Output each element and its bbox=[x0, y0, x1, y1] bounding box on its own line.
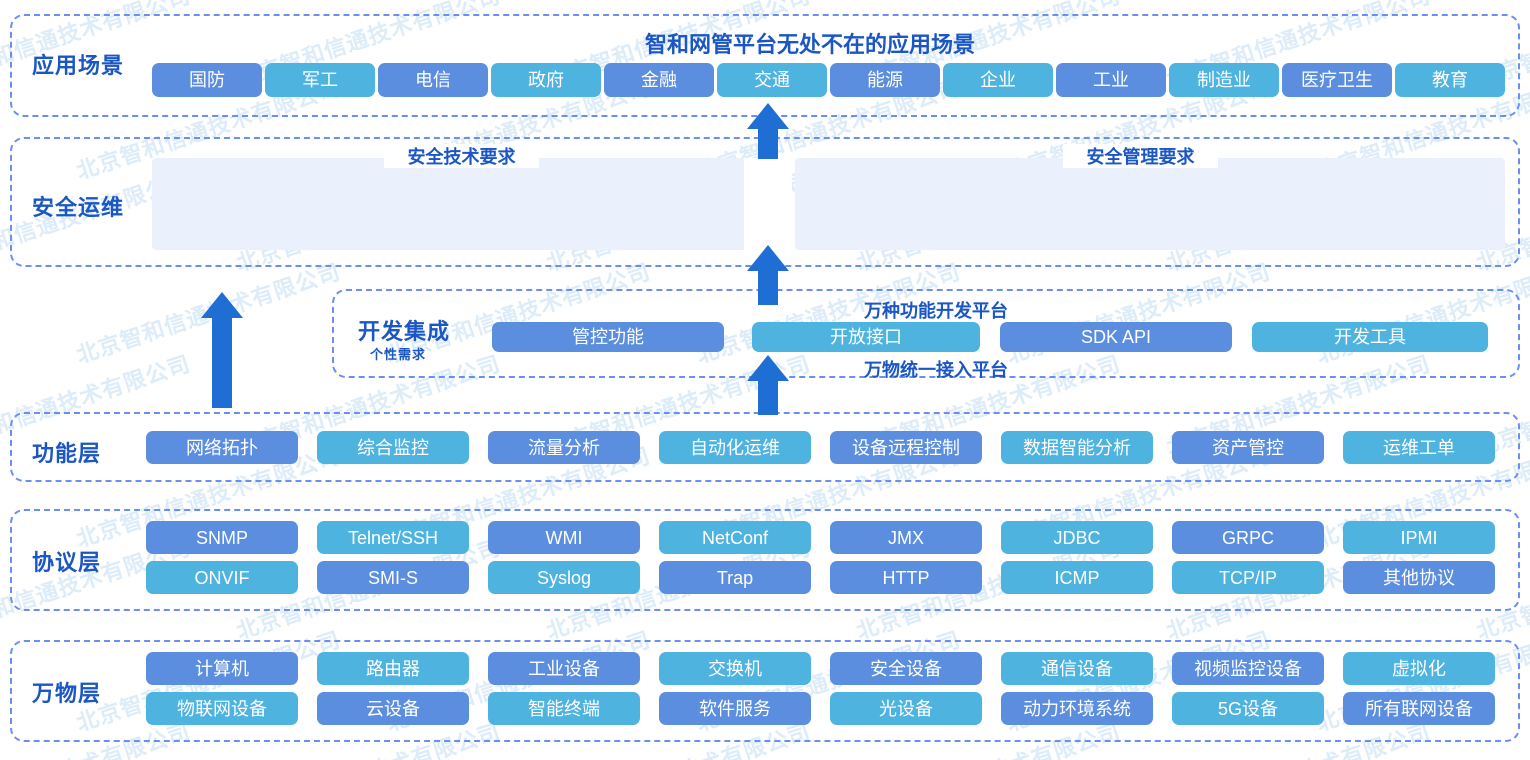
arrow-up-center-bottom bbox=[746, 355, 790, 415]
development-heading-top: 万种功能开发平台 bbox=[864, 301, 1008, 321]
protocol-row2-chip-1[interactable]: ONVIF bbox=[146, 561, 298, 594]
application-chip-9[interactable]: 工业 bbox=[1056, 63, 1166, 97]
things-row1-chip-8[interactable]: 虚拟化 bbox=[1343, 652, 1495, 685]
section-label-function: 功能层 bbox=[32, 441, 102, 466]
section-label-protocol: 协议层 bbox=[32, 550, 102, 575]
protocol-row1-chip-2[interactable]: Telnet/SSH bbox=[317, 521, 469, 554]
application-chip-8[interactable]: 企业 bbox=[943, 63, 1053, 97]
things-row1-chip-5[interactable]: 安全设备 bbox=[830, 652, 982, 685]
things-row1-chip-3[interactable]: 工业设备 bbox=[488, 652, 640, 685]
arrow-up-left bbox=[200, 292, 244, 408]
protocol-row2-chip-5[interactable]: HTTP bbox=[830, 561, 982, 594]
things-row1-chip-1[interactable]: 计算机 bbox=[146, 652, 298, 685]
center-channel-gap bbox=[744, 158, 792, 250]
section-things-layer bbox=[10, 640, 1520, 742]
protocol-row2-chip-8[interactable]: 其他协议 bbox=[1343, 561, 1495, 594]
things-row2-chip-8[interactable]: 所有联网设备 bbox=[1343, 692, 1495, 725]
function-chip-2[interactable]: 综合监控 bbox=[317, 431, 469, 464]
application-chip-4[interactable]: 政府 bbox=[491, 63, 601, 97]
application-chip-1[interactable]: 国防 bbox=[152, 63, 262, 97]
arrow-head-center-lower bbox=[747, 245, 789, 271]
protocol-row1-chip-8[interactable]: IPMI bbox=[1343, 521, 1495, 554]
application-chip-7[interactable]: 能源 bbox=[830, 63, 940, 97]
protocol-row1-chip-6[interactable]: JDBC bbox=[1001, 521, 1153, 554]
application-heading: 智和网管平台无处不在的应用场景 bbox=[645, 32, 976, 57]
section-development-integration bbox=[332, 289, 1520, 378]
section-function-layer bbox=[10, 412, 1520, 482]
application-chip-2[interactable]: 军工 bbox=[265, 63, 375, 97]
application-chip-3[interactable]: 电信 bbox=[378, 63, 488, 97]
things-row2-chip-5[interactable]: 光设备 bbox=[830, 692, 982, 725]
development-heading-bottom: 万物统一接入平台 bbox=[864, 360, 1008, 380]
application-chip-6[interactable]: 交通 bbox=[717, 63, 827, 97]
security-mgmt-panel-title: 安全管理要求 bbox=[1063, 144, 1218, 168]
things-row2-chip-2[interactable]: 云设备 bbox=[317, 692, 469, 725]
things-row2-chip-7[interactable]: 5G设备 bbox=[1172, 692, 1324, 725]
arrow-up-center-lower bbox=[746, 245, 790, 305]
section-label-things: 万物层 bbox=[32, 681, 102, 706]
arrow-head-center-bottom bbox=[747, 355, 789, 381]
things-row2-chip-1[interactable]: 物联网设备 bbox=[146, 692, 298, 725]
things-row1-chip-4[interactable]: 交换机 bbox=[659, 652, 811, 685]
section-protocol-layer bbox=[10, 509, 1520, 611]
function-chip-3[interactable]: 流量分析 bbox=[488, 431, 640, 464]
function-chip-1[interactable]: 网络拓扑 bbox=[146, 431, 298, 464]
function-chip-4[interactable]: 自动化运维 bbox=[659, 431, 811, 464]
protocol-row2-chip-2[interactable]: SMI-S bbox=[317, 561, 469, 594]
arrow-shaft-center-bottom bbox=[758, 380, 778, 415]
section-label-security: 安全运维 bbox=[32, 195, 125, 220]
protocol-row1-chip-7[interactable]: GRPC bbox=[1172, 521, 1324, 554]
protocol-row1-chip-5[interactable]: JMX bbox=[830, 521, 982, 554]
security-tech-panel-title: 安全技术要求 bbox=[384, 144, 539, 168]
things-row2-chip-6[interactable]: 动力环境系统 bbox=[1001, 692, 1153, 725]
function-chip-7[interactable]: 资产管控 bbox=[1172, 431, 1324, 464]
protocol-row2-chip-7[interactable]: TCP/IP bbox=[1172, 561, 1324, 594]
function-chip-8[interactable]: 运维工单 bbox=[1343, 431, 1495, 464]
security-mgmt-panel bbox=[795, 158, 1505, 250]
security-tech-panel bbox=[152, 158, 752, 250]
development-chip-2[interactable]: 开放接口 bbox=[752, 322, 980, 352]
arrow-shaft-center-lower bbox=[758, 270, 778, 305]
arrow-shaft-center-upper bbox=[758, 128, 778, 159]
function-chip-6[interactable]: 数据智能分析 bbox=[1001, 431, 1153, 464]
section-label-development: 开发集成 bbox=[358, 319, 451, 344]
protocol-row2-chip-3[interactable]: Syslog bbox=[488, 561, 640, 594]
arrow-shaft-left bbox=[212, 317, 232, 408]
things-row1-chip-2[interactable]: 路由器 bbox=[317, 652, 469, 685]
arrow-head-center-upper bbox=[747, 103, 789, 129]
things-row1-chip-7[interactable]: 视频监控设备 bbox=[1172, 652, 1324, 685]
application-chip-10[interactable]: 制造业 bbox=[1169, 63, 1279, 97]
development-chip-1[interactable]: 管控功能 bbox=[492, 322, 724, 352]
application-chip-12[interactable]: 教育 bbox=[1395, 63, 1505, 97]
things-row2-chip-4[interactable]: 软件服务 bbox=[659, 692, 811, 725]
function-chip-5[interactable]: 设备远程控制 bbox=[830, 431, 982, 464]
things-row1-chip-6[interactable]: 通信设备 bbox=[1001, 652, 1153, 685]
arrow-head-left bbox=[201, 292, 243, 318]
protocol-row2-chip-4[interactable]: Trap bbox=[659, 561, 811, 594]
development-chip-4[interactable]: 开发工具 bbox=[1252, 322, 1488, 352]
protocol-row1-chip-1[interactable]: SNMP bbox=[146, 521, 298, 554]
arrow-up-center-upper bbox=[746, 103, 790, 159]
protocol-row2-chip-6[interactable]: ICMP bbox=[1001, 561, 1153, 594]
application-chip-11[interactable]: 医疗卫生 bbox=[1282, 63, 1392, 97]
protocol-row1-chip-3[interactable]: WMI bbox=[488, 521, 640, 554]
development-chip-3[interactable]: SDK API bbox=[1000, 322, 1232, 352]
section-sublabel-development: 个性需求 bbox=[370, 347, 427, 362]
protocol-row1-chip-4[interactable]: NetConf bbox=[659, 521, 811, 554]
things-row2-chip-3[interactable]: 智能终端 bbox=[488, 692, 640, 725]
section-label-application: 应用场景 bbox=[32, 53, 125, 78]
application-chip-5[interactable]: 金融 bbox=[604, 63, 714, 97]
